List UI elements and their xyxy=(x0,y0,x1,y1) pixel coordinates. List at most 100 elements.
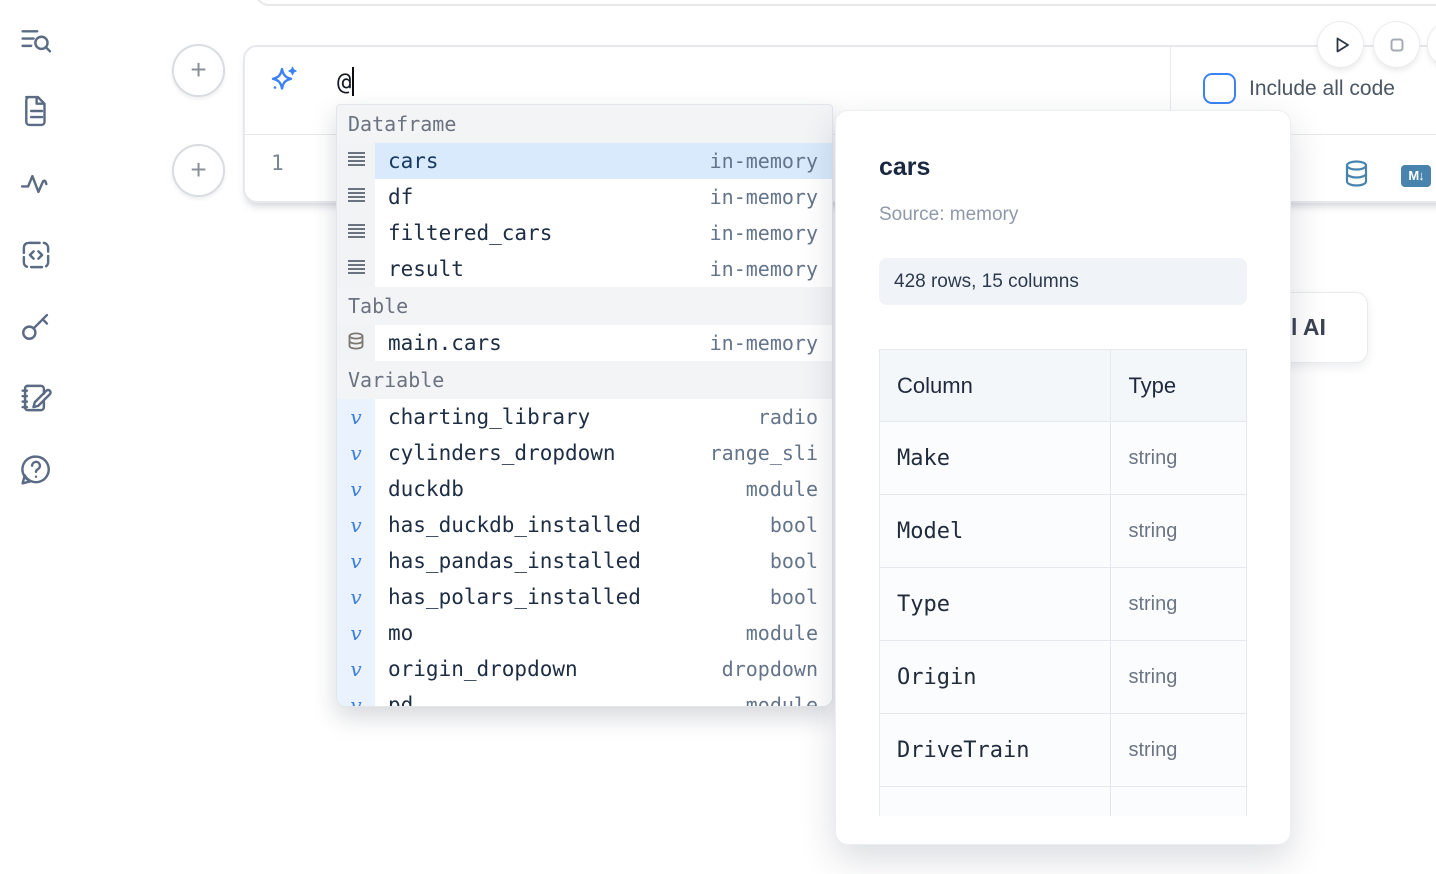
run-button[interactable] xyxy=(1318,22,1363,67)
code-editor-row[interactable]: 1 M↓ xyxy=(245,135,1436,199)
preview-column-name: Type xyxy=(897,591,950,617)
autocomplete-item-gutter xyxy=(337,215,375,251)
autocomplete-item-type: bool xyxy=(769,549,818,573)
preview-column-type: string xyxy=(1128,446,1178,469)
stop-button[interactable] xyxy=(1374,22,1419,67)
autocomplete-item-name: charting_library xyxy=(388,405,591,429)
scratchpad-icon[interactable] xyxy=(19,381,53,415)
autocomplete-item-name: cylinders_dropdown xyxy=(388,441,616,465)
database-icon[interactable] xyxy=(1342,159,1371,193)
autocomplete-item-gutter: v xyxy=(337,435,375,471)
autocomplete-item-gutter xyxy=(337,325,375,361)
autocomplete-item-name: result xyxy=(388,257,464,281)
variable-icon: v xyxy=(350,585,362,609)
autocomplete-section-header: Dataframe xyxy=(337,105,832,143)
sparkles-icon xyxy=(269,65,299,95)
autocomplete-item[interactable]: v cylinders_dropdown range_sli xyxy=(337,435,832,471)
autocomplete-item-type: in-memory xyxy=(709,257,818,281)
add-cell-above-button[interactable]: + xyxy=(172,44,225,97)
key-icon[interactable] xyxy=(19,309,53,343)
preview-column-name: Make xyxy=(897,445,950,471)
autocomplete-item-type: bool xyxy=(769,513,818,537)
dataframe-rows-icon xyxy=(347,187,366,207)
autocomplete-item-name: duckdb xyxy=(388,477,464,501)
preview-table-header: Type xyxy=(1110,349,1247,422)
preview-column-name: DriveTrain xyxy=(897,737,1030,763)
autocomplete-item-gutter: v xyxy=(337,615,375,651)
preview-table-row: Make string xyxy=(879,421,1247,495)
preview-source: Source: memory xyxy=(879,204,1019,225)
preview-column-name: Model xyxy=(897,518,964,544)
activity-icon[interactable] xyxy=(19,167,53,201)
autocomplete-section-header: Table xyxy=(337,287,832,325)
markdown-icon[interactable]: M↓ xyxy=(1401,165,1431,187)
sidebar xyxy=(0,0,72,874)
autocomplete-item-name: cars xyxy=(388,149,439,173)
preview-column-type: string xyxy=(1128,665,1178,688)
dataframe-rows-icon xyxy=(347,223,366,243)
include-all-code-checkbox[interactable] xyxy=(1203,73,1236,104)
autocomplete-item[interactable]: v has_pandas_installed bool xyxy=(337,543,832,579)
variable-icon: v xyxy=(350,549,362,573)
autocomplete-item-name: pd xyxy=(388,693,414,707)
autocomplete-item-name: has_pandas_installed xyxy=(388,549,641,573)
include-all-code-label: Include all code xyxy=(1249,76,1395,100)
ai-card-label: l AI xyxy=(1291,314,1326,340)
dataframe-preview-popup: cars Source: memory 428 rows, 15 columns… xyxy=(835,110,1291,845)
table-database-icon xyxy=(347,332,365,354)
variable-icon: v xyxy=(350,405,362,429)
ai-prompt-input[interactable]: @ xyxy=(337,67,355,96)
preview-table-header: Column xyxy=(879,349,1112,422)
autocomplete-item-name: filtered_cars xyxy=(388,221,553,245)
autocomplete-item-gutter: v xyxy=(337,687,375,706)
autocomplete-item[interactable]: filtered_cars in-memory xyxy=(337,215,832,251)
preview-table-row: DriveTrain string xyxy=(879,713,1247,787)
toc-search-icon[interactable] xyxy=(19,24,53,58)
variable-icon: v xyxy=(350,621,362,645)
autocomplete-item-name: origin_dropdown xyxy=(388,657,578,681)
file-text-icon[interactable] xyxy=(19,94,53,128)
autocomplete-item-type: bool xyxy=(769,585,818,609)
line-number: 1 xyxy=(271,151,284,175)
preview-column-type: string xyxy=(1128,519,1178,542)
help-chat-icon[interactable] xyxy=(19,453,53,487)
preview-shape-badge: 428 rows, 15 columns xyxy=(879,258,1247,305)
autocomplete-item-type: range_sli xyxy=(709,441,818,465)
autocomplete-item[interactable]: cars in-memory xyxy=(337,143,832,179)
autocomplete-item-gutter: v xyxy=(337,399,375,435)
autocomplete-item[interactable]: result in-memory xyxy=(337,251,832,287)
code-snippet-icon[interactable] xyxy=(19,238,53,272)
previous-cell-edge xyxy=(255,0,1436,6)
autocomplete-item-type: in-memory xyxy=(709,221,818,245)
autocomplete-item-gutter: v xyxy=(337,471,375,507)
dataframe-rows-icon xyxy=(347,259,366,279)
autocomplete-item-gutter: v xyxy=(337,543,375,579)
autocomplete-item-name: df xyxy=(388,185,414,209)
autocomplete-item-gutter: v xyxy=(337,651,375,687)
autocomplete-item-type: in-memory xyxy=(709,149,818,173)
more-button[interactable] xyxy=(1428,22,1436,67)
autocomplete-item-type: module xyxy=(745,693,818,707)
autocomplete-item-type: module xyxy=(745,621,818,645)
panel-divider xyxy=(1170,47,1171,135)
add-cell-below-button[interactable]: + xyxy=(172,144,225,197)
preview-column-type: string xyxy=(1128,738,1178,761)
